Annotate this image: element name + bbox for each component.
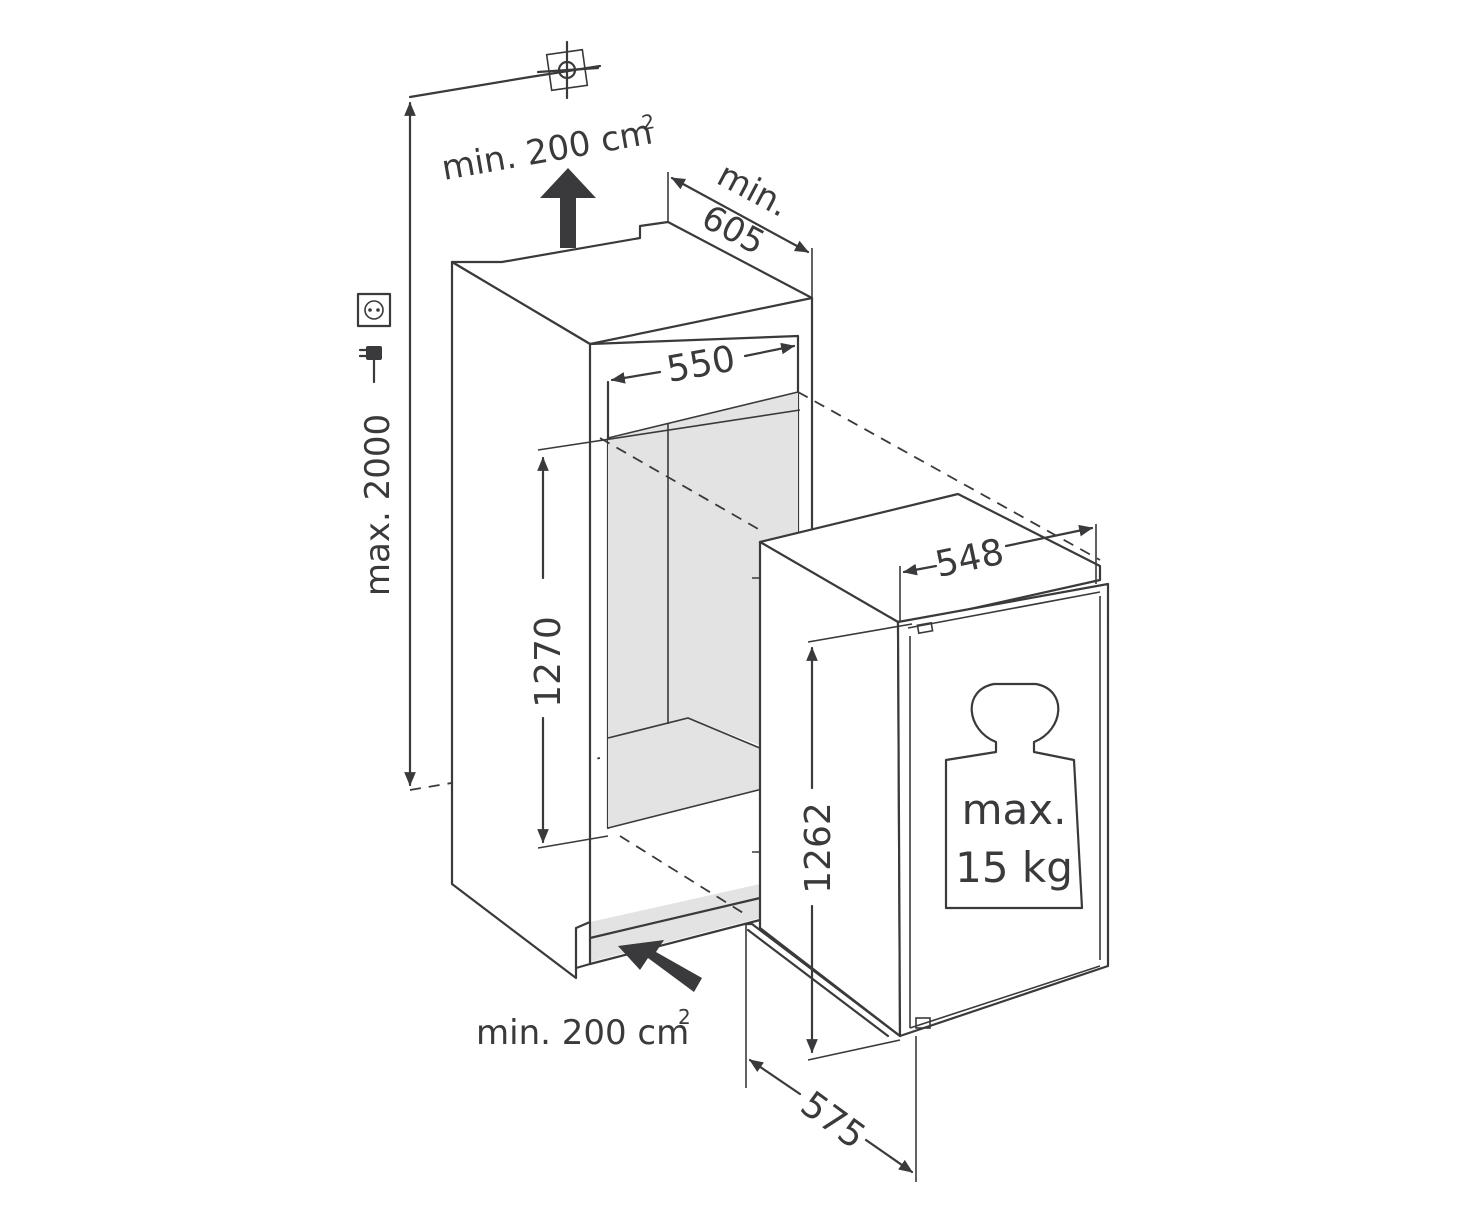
vent-top-superscript: 2 [640, 109, 657, 135]
vent-bottom-superscript: 2 [678, 1005, 691, 1029]
vent-top-label-text: min. 200 cm [439, 112, 656, 188]
appliance-height-label: 1262 [798, 802, 839, 894]
weight-icon: max. 15 kg [944, 682, 1084, 910]
alignment-guides [599, 391, 1101, 917]
total-height-label: max. 2000 [358, 414, 398, 596]
power-plug-icon [358, 346, 382, 384]
vent-top-arrow: min. 200 cm 2 [439, 109, 657, 248]
vent-bottom-arrow: min. 200 cm 2 [476, 940, 702, 1053]
door-load-line1: max. [962, 785, 1067, 834]
niche-width-label: 550 [664, 339, 739, 391]
appliance-height-dimension: 1262 [798, 623, 913, 1061]
power-socket-icon [356, 292, 392, 328]
vent-bottom-label: min. 200 cm [476, 1013, 689, 1053]
appliance [743, 492, 1110, 1038]
niche-height-label: 1270 [528, 616, 569, 708]
door-load-line2: 15 kg [955, 843, 1073, 892]
niche-height-dimension: 1270 [528, 409, 801, 849]
appliance-depth-label: 575 [793, 1084, 873, 1158]
vent-top-label: min. 200 cm [439, 112, 656, 188]
total-height-dimension: max. 2000 [358, 101, 601, 791]
crosshair-level-icon [408, 40, 602, 100]
vent-bottom-label-text: min. 200 cm [476, 1013, 689, 1053]
niche-cabinet [450, 220, 814, 980]
niche-width-dimension: 550 [610, 339, 796, 391]
